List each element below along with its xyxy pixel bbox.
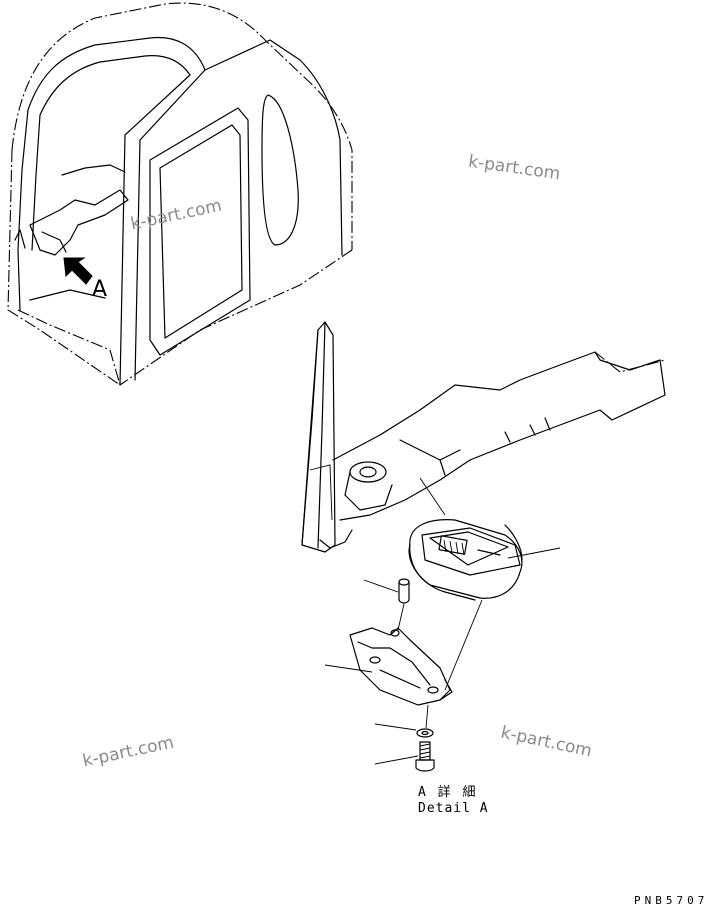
pin-illustration [363,578,410,631]
drawing-code: PNB5707 [634,894,708,907]
console-frame-illustration [301,321,666,553]
operator-cab-illustration [7,2,353,386]
detail-caption-jp: A 詳 細 [418,785,478,800]
view-label: A [92,277,108,302]
washer-illustration [374,704,434,738]
monitor-panel-illustration [408,477,561,691]
bolt-illustration [374,741,435,772]
detail-caption-en: Detail A [418,801,489,816]
bracket-illustration [324,627,453,706]
view-arrow-icon [63,257,93,285]
